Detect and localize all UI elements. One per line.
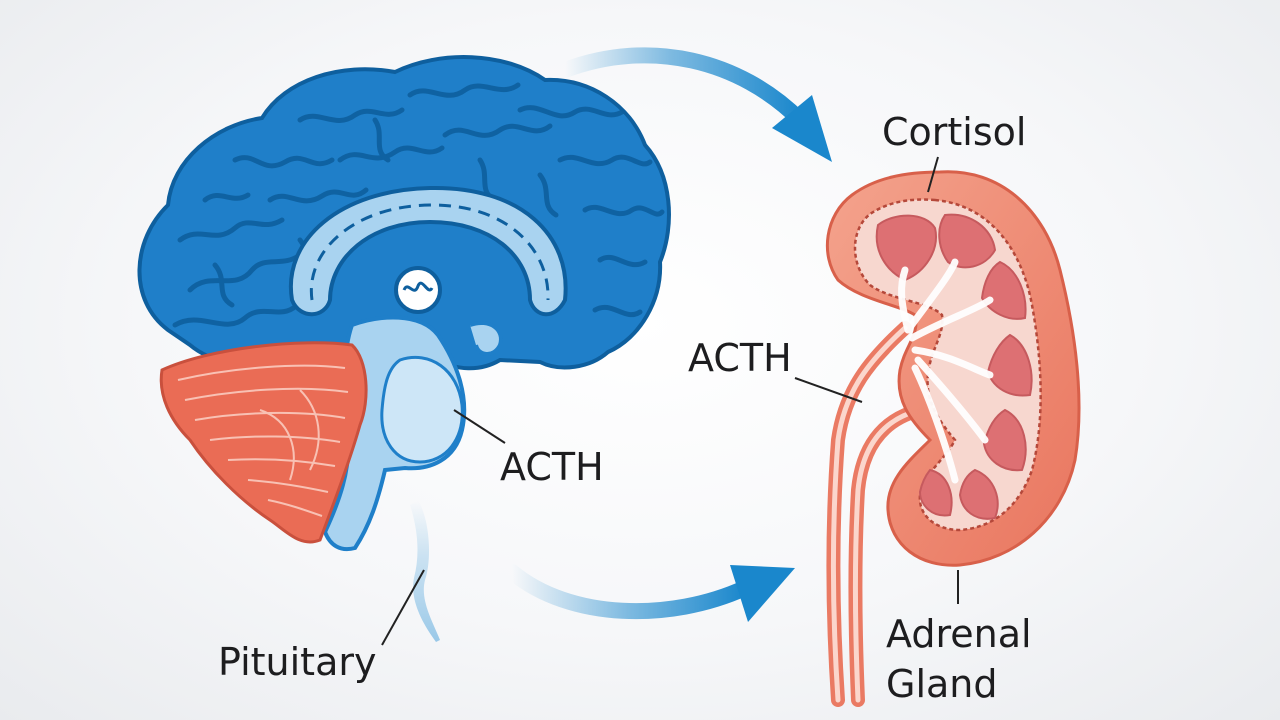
pituitary-label: Pituitary bbox=[218, 640, 377, 684]
leader-acth-left bbox=[453, 409, 506, 444]
leader-cortisol bbox=[927, 156, 939, 193]
arrow-head-bottom bbox=[730, 565, 795, 622]
leader-acth-right bbox=[794, 377, 863, 403]
acth-brain-label: ACTH bbox=[500, 445, 604, 489]
adrenal-label-line2: Gland bbox=[886, 662, 998, 706]
corpus-callosum-dash bbox=[309, 203, 550, 301]
kidney-pyramids bbox=[875, 213, 1033, 520]
pituitary-stalk bbox=[410, 500, 440, 642]
arrow-to-cortisol bbox=[557, 47, 832, 162]
brain-folds bbox=[172, 82, 665, 328]
pons bbox=[380, 355, 464, 464]
cortisol-label: Cortisol bbox=[882, 110, 1027, 154]
acth-kidney-label: ACTH bbox=[688, 336, 792, 380]
adrenal-gland bbox=[825, 170, 1081, 707]
adrenal-gland-label: Adrenal Gland bbox=[886, 609, 1032, 709]
kidney-calyces bbox=[898, 258, 994, 484]
leader-pituitary bbox=[381, 569, 425, 646]
cerebellum bbox=[159, 341, 368, 544]
midbrain-fold bbox=[469, 321, 503, 356]
adrenal-label-line1: Adrenal bbox=[886, 612, 1032, 656]
brain bbox=[137, 55, 671, 642]
arrow-head-top bbox=[772, 95, 832, 162]
thalamus bbox=[394, 266, 442, 314]
arrow-to-adrenal bbox=[504, 564, 795, 622]
leader-lines bbox=[381, 156, 959, 646]
